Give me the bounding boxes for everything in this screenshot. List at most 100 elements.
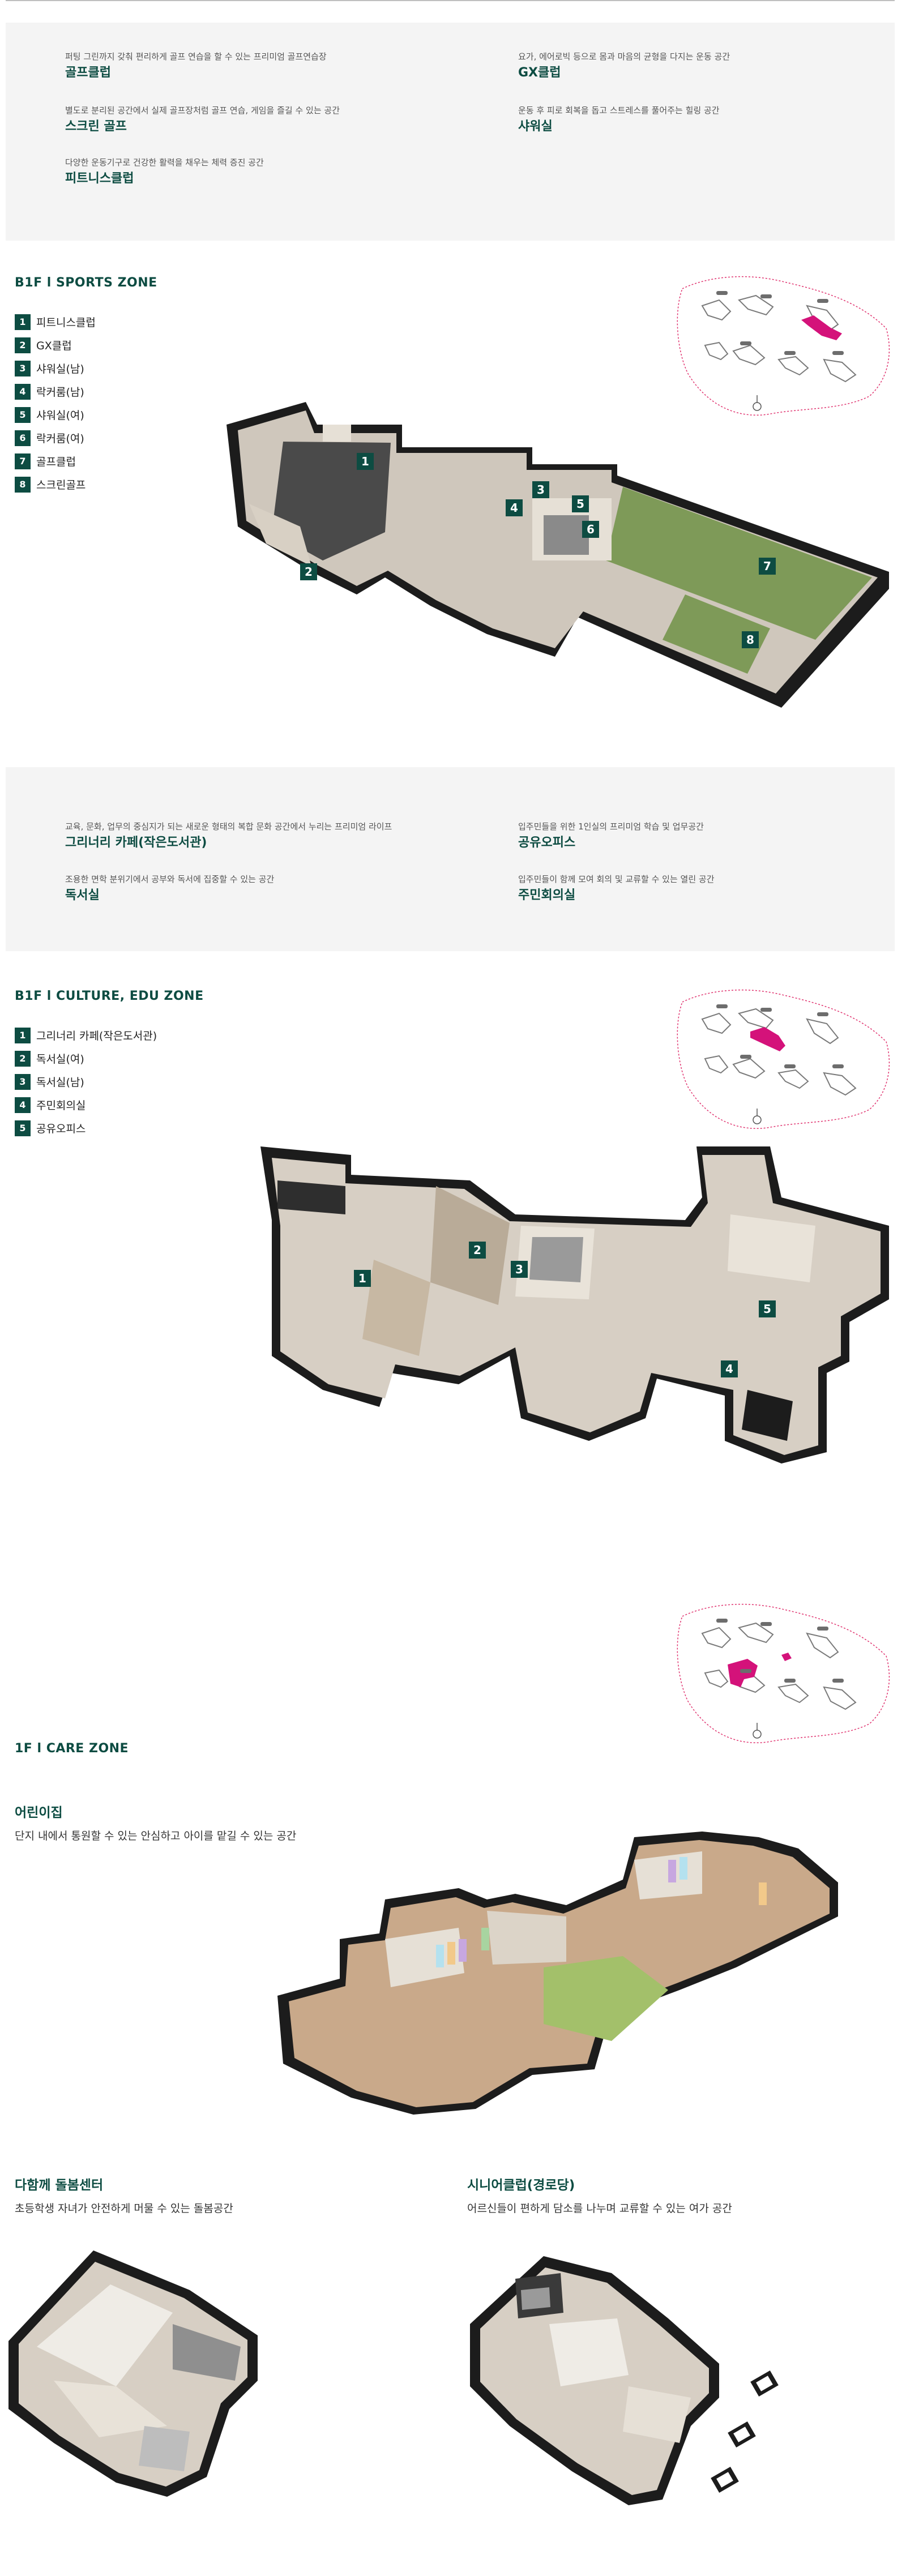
svg-text:5: 5: [763, 1302, 771, 1316]
playground-turf: [544, 1956, 668, 2041]
facility-desc: 요가, 에어로빅 등으로 몸과 마음의 균형을 다지는 운동 공간: [518, 52, 730, 62]
legend-item: 4 주민회의실: [15, 1093, 157, 1116]
facility-fitness-club: 다양한 운동기구로 건강한 활력을 채우는 체력 증진 공간 피트니스클럽: [65, 157, 264, 187]
legend-item: 3 독서실(남): [15, 1070, 157, 1093]
legend-label: 공유오피스: [36, 1123, 86, 1135]
svg-text:2: 2: [473, 1243, 481, 1257]
facility-desc: 조용한 면학 분위기에서 공부와 독서에 집중할 수 있는 공간: [65, 874, 275, 884]
culture-zone-legend: 1 그리너리 카페(작은도서관) 2 독서실(여) 3 독서실(남) 4 주민회의실 5…: [15, 1024, 157, 1140]
svg-text:1: 1: [358, 1272, 366, 1285]
childcare-title: 다함께 돌봄센터: [15, 2178, 104, 2193]
facility-name: 피트니스클럽: [65, 172, 134, 186]
facility-desc: 퍼팅 그린까지 갖춰 편리하게 골프 연습을 할 수 있는 프리미엄 골프연습장: [65, 52, 327, 62]
senior-floorplan: [470, 2256, 779, 2505]
daycare-desc: 단지 내에서 통원할 수 있는 안심하고 아이를 맡길 수 있는 공간: [15, 1830, 297, 1842]
senior-title: 시니어클럽(경로당): [467, 2178, 575, 2193]
facility-desc: 별도로 분리된 공간에서 실제 골프장처럼 골프 연습, 게임을 즐길 수 있는…: [65, 105, 340, 115]
svg-text:5: 5: [576, 497, 584, 511]
facility-desc: 운동 후 피로 회복을 돕고 스트레스를 풀어주는 힐링 공간: [518, 105, 720, 115]
legend-label: 그리너리 카페(작은도서관): [36, 1030, 157, 1042]
care-zone-title: 1F l CARE ZONE: [15, 1741, 129, 1756]
legend-label: 락커룸(남): [36, 386, 84, 399]
legend-item: 2 GX클럽: [15, 333, 96, 357]
facility-gx-club: 요가, 에어로빅 등으로 몸과 마음의 균형을 다지는 운동 공간 GX클럽: [518, 51, 730, 82]
facility-name: GX클럽: [518, 66, 561, 80]
svg-text:6: 6: [587, 523, 595, 536]
culture-floorplan: 1 2 3 4 5: [260, 1146, 889, 1464]
facility-desc: 입주민들이 함께 모여 회의 및 교류할 수 있는 열린 공간: [518, 874, 715, 884]
legend-number: 3: [15, 360, 31, 376]
svg-text:3: 3: [515, 1263, 523, 1276]
sports-site-keymap: [677, 276, 890, 416]
svg-text:4: 4: [510, 501, 518, 515]
svg-text:8: 8: [746, 633, 754, 647]
facility-shower-room: 운동 후 피로 회복을 돕고 스트레스를 풀어주는 힐링 공간 샤워실: [518, 105, 720, 135]
highlight-area: [801, 315, 842, 340]
culture-info-box: 교육, 문화, 업무의 중심지가 되는 새로운 형태의 복합 문화 공간에서 누…: [6, 767, 895, 951]
legend-item: 4 락커룸(남): [15, 380, 96, 403]
svg-text:1: 1: [361, 455, 369, 468]
childcare-desc: 초등학생 자녀가 안전하게 머물 수 있는 돌봄공간: [15, 2202, 233, 2215]
legend-number: 4: [15, 383, 31, 400]
legend-label: 샤워실(여): [36, 409, 84, 422]
svg-text:4: 4: [725, 1362, 733, 1376]
legend-label: 피트니스클럽: [36, 316, 96, 329]
sports-floorplan: 1 2 3 4 5 6 7 8: [226, 402, 889, 708]
legend-label: 주민회의실: [36, 1099, 86, 1112]
culture-zone-title: B1F l CULTURE, EDU ZONE: [15, 989, 204, 1003]
facility-golf-club: 퍼팅 그린까지 갖춰 편리하게 골프 연습을 할 수 있는 프리미엄 골프연습장…: [65, 51, 327, 82]
legend-label: 락커룸(여): [36, 433, 84, 445]
legend-number: 8: [15, 476, 31, 493]
facility-meeting-room: 입주민들이 함께 모여 회의 및 교류할 수 있는 열린 공간 주민회의실: [518, 874, 715, 904]
svg-text:2: 2: [305, 565, 313, 579]
svg-text:3: 3: [537, 483, 545, 497]
legend-item: 6 락커룸(여): [15, 426, 96, 450]
daycare-floorplan: [277, 1832, 838, 2115]
legend-number: 3: [15, 1073, 31, 1090]
legend-item: 5 샤워실(여): [15, 403, 96, 426]
legend-label: 스크린골프: [36, 479, 86, 491]
facility-name: 공유오피스: [518, 836, 576, 850]
facility-desc: 다양한 운동기구로 건강한 활력을 채우는 체력 증진 공간: [65, 157, 264, 168]
legend-label: 독서실(여): [36, 1053, 84, 1066]
facility-desc: 교육, 문화, 업무의 중심지가 되는 새로운 형태의 복합 문화 공간에서 누…: [65, 821, 392, 832]
legend-number: 6: [15, 430, 31, 446]
highlight-area: [750, 1027, 785, 1051]
daycare-title: 어린이집: [15, 1805, 63, 1820]
legend-number: 5: [15, 406, 31, 423]
facility-shared-office: 입주민들을 위한 1인실의 프리미엄 학습 및 업무공간 공유오피스: [518, 821, 704, 851]
facility-name: 스크린 골프: [65, 119, 127, 134]
legend-number: 2: [15, 337, 31, 353]
facility-screen-golf: 별도로 분리된 공간에서 실제 골프장처럼 골프 연습, 게임을 즐길 수 있는…: [65, 105, 340, 135]
facility-name: 샤워실: [518, 119, 553, 134]
legend-item: 1 피트니스클럽: [15, 310, 96, 333]
screen-golf-turf: [663, 594, 770, 674]
highlight-area: [781, 1653, 792, 1661]
sports-info-box: 퍼팅 그린까지 갖춰 편리하게 골프 연습을 할 수 있는 프리미엄 골프연습장…: [6, 23, 895, 241]
legend-number: 2: [15, 1050, 31, 1067]
facility-name: 독서실: [65, 888, 100, 902]
care-site-keymap: [677, 1603, 890, 1743]
svg-text:7: 7: [763, 559, 771, 573]
top-divider: [6, 0, 895, 1]
facility-name: 골프클럽: [65, 66, 111, 80]
childcare-floorplan: [8, 2250, 258, 2497]
legend-number: 1: [15, 314, 31, 330]
legend-label: GX클럽: [36, 340, 72, 352]
culture-site-keymap: [677, 989, 890, 1129]
legend-item: 2 독서실(여): [15, 1047, 157, 1070]
legend-item: 8 스크린골프: [15, 473, 96, 496]
legend-number: 1: [15, 1027, 31, 1043]
legend-number: 7: [15, 453, 31, 469]
facility-name: 주민회의실: [518, 888, 576, 902]
legend-number: 4: [15, 1097, 31, 1113]
facility-reading-room: 조용한 면학 분위기에서 공부와 독서에 집중할 수 있는 공간 독서실: [65, 874, 274, 904]
legend-label: 독서실(남): [36, 1076, 84, 1089]
facility-desc: 입주민들을 위한 1인실의 프리미엄 학습 및 업무공간: [518, 821, 704, 832]
facility-greenery-cafe: 교육, 문화, 업무의 중심지가 되는 새로운 형태의 복합 문화 공간에서 누…: [65, 821, 392, 851]
golf-club-turf: [606, 487, 872, 640]
